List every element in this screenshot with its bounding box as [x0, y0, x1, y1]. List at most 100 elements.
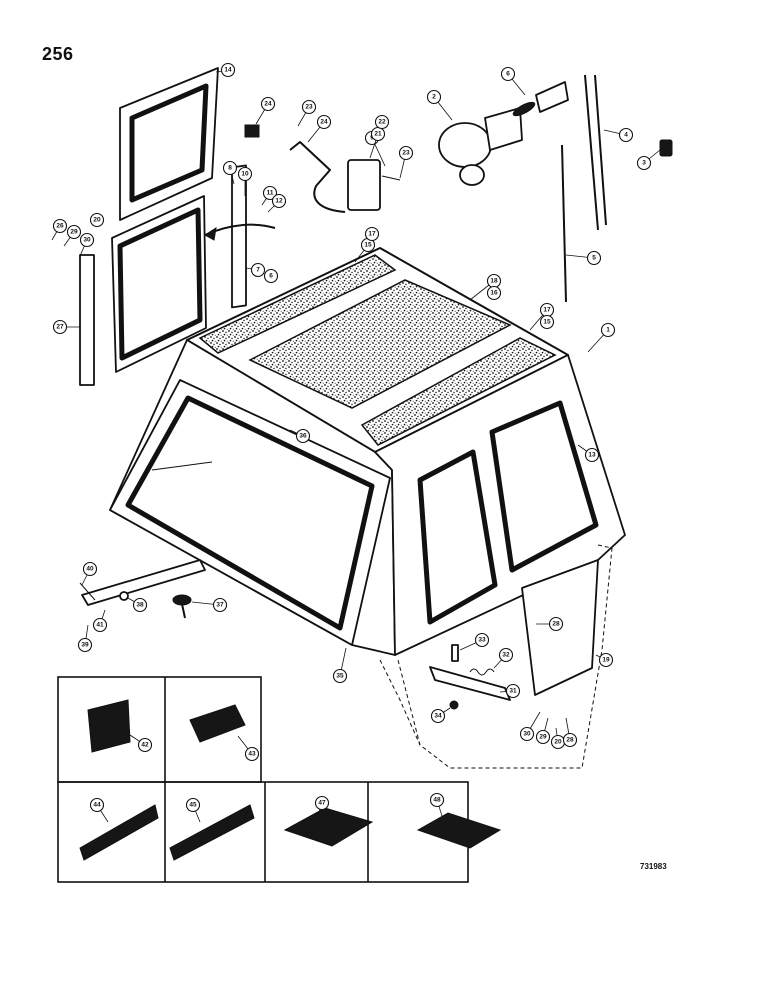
svg-text:17: 17 — [543, 307, 551, 314]
svg-text:48: 48 — [433, 797, 441, 804]
callout-20: 20 — [89, 212, 105, 228]
door-handle — [289, 141, 346, 213]
wiper-motor-bracket — [484, 107, 523, 151]
callout-45: 45 — [185, 797, 201, 823]
svg-text:12: 12 — [275, 198, 283, 205]
callout-39: 39 — [77, 624, 93, 653]
catch-plate — [429, 666, 511, 701]
svg-text:28: 28 — [552, 621, 560, 628]
callout-24b: 24 — [307, 114, 332, 143]
windshield-latch-rod — [151, 461, 213, 471]
callout-18: 18 — [469, 273, 502, 301]
callout-2: 2 — [426, 89, 453, 121]
svg-text:22: 22 — [378, 119, 386, 126]
lock-cylinder — [244, 124, 260, 138]
svg-text:13: 13 — [588, 452, 596, 459]
svg-text:20: 20 — [554, 739, 562, 746]
callout-47: 47 — [314, 795, 330, 816]
callout-29b: 29 — [535, 717, 551, 745]
callout-36: 36 — [289, 428, 311, 444]
callout-16: 16 — [486, 285, 502, 301]
callout-19: 19 — [595, 652, 614, 668]
callout-23b: 23 — [398, 145, 414, 179]
svg-text:6: 6 — [269, 273, 273, 280]
callout-14: 14 — [215, 62, 236, 78]
svg-text:45: 45 — [189, 802, 197, 809]
svg-text:8: 8 — [228, 165, 232, 172]
door-seal-strip — [231, 164, 247, 309]
callout-17a: 17 — [364, 226, 380, 242]
svg-text:43: 43 — [248, 751, 256, 758]
callout-1: 1 — [587, 322, 616, 353]
wiper-bracket-plate — [535, 81, 569, 113]
latch-knob — [172, 594, 192, 606]
svg-text:16: 16 — [490, 290, 498, 297]
callout-24a: 24 — [255, 96, 276, 125]
svg-text:18: 18 — [490, 278, 498, 285]
door-latch — [347, 159, 381, 211]
wiper-arm — [584, 74, 599, 231]
roof-pad-front — [198, 254, 397, 354]
svg-text:42: 42 — [141, 742, 149, 749]
callout-32: 32 — [493, 647, 514, 669]
door-catch-parts — [429, 644, 511, 710]
svg-text:38: 38 — [136, 602, 144, 609]
door-upper-window-glass — [129, 83, 209, 203]
latch-washer — [119, 591, 129, 601]
side-window-glass — [417, 449, 498, 625]
svg-text:32: 32 — [502, 652, 510, 659]
callout-42: 42 — [129, 734, 153, 753]
door-lower-window-glass — [117, 207, 203, 361]
callout-30a: 30 — [79, 232, 95, 257]
svg-text:17: 17 — [368, 231, 376, 238]
callout-44: 44 — [89, 797, 109, 823]
callout-5: 5 — [565, 250, 602, 266]
callout-29: 29 — [63, 224, 82, 247]
wiper-blade — [561, 144, 567, 303]
svg-text:23: 23 — [305, 104, 313, 111]
side-door-window-glass — [489, 400, 599, 573]
callout-20b: 20 — [550, 727, 566, 750]
lower-frame-outline-dashed — [379, 659, 421, 746]
callout-28: 28 — [536, 616, 564, 632]
callout-13: 13 — [577, 444, 600, 463]
svg-text:14: 14 — [224, 67, 232, 74]
svg-text:34: 34 — [434, 713, 442, 720]
callout-38: 38 — [127, 597, 148, 613]
arrow-head — [204, 226, 217, 241]
svg-text:31: 31 — [509, 688, 517, 695]
svg-text:24: 24 — [320, 119, 328, 126]
svg-text:30: 30 — [523, 731, 531, 738]
page-number: 256 — [42, 44, 74, 64]
svg-text:10: 10 — [241, 171, 249, 178]
callout-10: 10 — [237, 166, 253, 196]
svg-text:1: 1 — [606, 327, 610, 334]
callout-6: 6 — [500, 66, 526, 96]
callout-7: 7 — [245, 262, 266, 278]
callout-11: 11 — [261, 185, 278, 206]
svg-text:47: 47 — [318, 800, 326, 807]
svg-text:33: 33 — [478, 637, 486, 644]
callout-15a: 15 — [354, 237, 376, 263]
weatherstrip-42 — [87, 699, 131, 753]
weatherstrip-47 — [283, 807, 374, 847]
door-handle-lock-parts — [244, 124, 401, 213]
svg-text:26: 26 — [56, 223, 64, 230]
callout-12: 12 — [267, 193, 287, 213]
callout-43: 43 — [237, 735, 260, 762]
svg-text:9: 9 — [370, 135, 374, 142]
wiper-switch-knob — [659, 139, 673, 157]
callout-22: 22 — [374, 114, 390, 130]
weatherstrip-45 — [169, 804, 255, 861]
callout-48: 48 — [429, 792, 445, 817]
catch-bolt — [451, 644, 459, 662]
svg-text:30: 30 — [83, 237, 91, 244]
wiper-motor-gearbox — [459, 164, 485, 186]
callout-3: 3 — [636, 149, 661, 171]
svg-text:40: 40 — [86, 566, 94, 573]
svg-text:15: 15 — [364, 242, 372, 249]
callout-34: 34 — [430, 707, 451, 724]
svg-text:2: 2 — [432, 94, 436, 101]
door-window-assembly — [79, 67, 276, 386]
